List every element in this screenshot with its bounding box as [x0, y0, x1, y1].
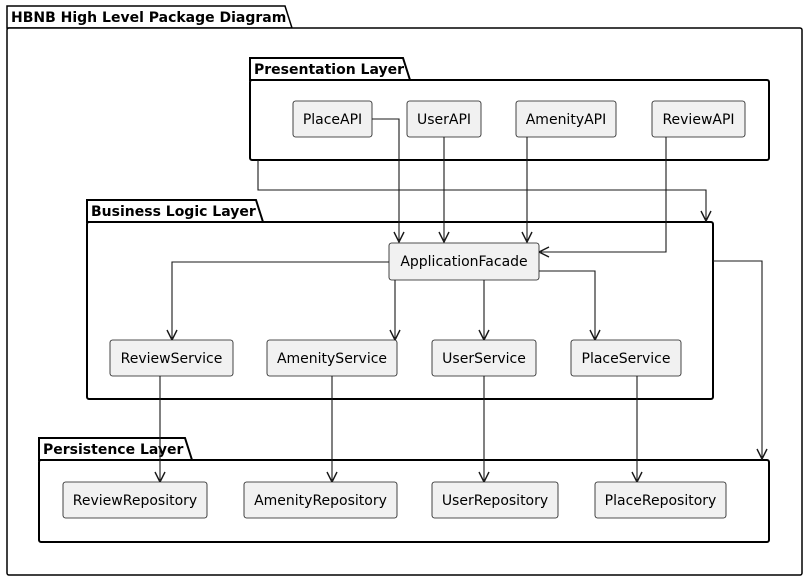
- node-placeservice-box: [570, 339, 682, 377]
- node-reviewservice-box: [109, 339, 234, 377]
- node-amenityapi-label: AmenityAPI: [526, 112, 607, 128]
- arrowhead: [438, 231, 450, 244]
- edge-business-persistence: [713, 260, 763, 457]
- node-userrepository-box: [431, 481, 559, 519]
- node-reviewapi-box: [651, 100, 746, 138]
- edge-presentation-business: [257, 160, 707, 219]
- presentation-layer-body: [249, 79, 770, 161]
- node-reviewrepository-box: [62, 481, 208, 519]
- node-userrepository[interactable]: UserRepository: [431, 481, 559, 519]
- node-applicationfacade[interactable]: ApplicationFacade: [388, 242, 540, 281]
- node-reviewapi[interactable]: ReviewAPI: [651, 100, 746, 138]
- node-placeservice[interactable]: PlaceService: [570, 339, 682, 377]
- node-amenityrepository-box: [243, 481, 398, 519]
- business-logic-layer-title: Business Logic Layer: [91, 204, 256, 220]
- arrowhead: [756, 448, 768, 461]
- arrowhead: [700, 210, 712, 223]
- node-amenityapi[interactable]: AmenityAPI: [515, 100, 617, 138]
- package-business-logic-layer: Business Logic Layer: [86, 199, 714, 400]
- node-userapi-label: UserAPI: [417, 112, 471, 128]
- node-placerepository-box: [594, 481, 727, 519]
- node-reviewservice[interactable]: ReviewService: [109, 339, 234, 377]
- persistence-layer-title: Persistence Layer: [43, 442, 184, 458]
- edge-facade-reviewservice: [171, 261, 389, 338]
- node-amenityservice-box: [266, 339, 398, 377]
- node-placerepository-label: PlaceRepository: [605, 493, 717, 509]
- node-placeapi-label: PlaceAPI: [303, 112, 362, 128]
- node-reviewrepository[interactable]: ReviewRepository: [62, 481, 208, 519]
- node-userservice[interactable]: UserService: [431, 339, 537, 377]
- package-presentation-layer: Presentation Layer: [249, 57, 770, 161]
- presentation-layer-title: Presentation Layer: [254, 62, 404, 78]
- node-userapi[interactable]: UserAPI: [406, 100, 482, 138]
- arrowhead: [393, 231, 405, 244]
- node-userservice-box: [431, 339, 537, 377]
- node-reviewrepository-label: ReviewRepository: [73, 493, 197, 509]
- node-amenityservice[interactable]: AmenityService: [266, 339, 398, 377]
- node-userrepository-label: UserRepository: [442, 493, 548, 509]
- node-placeapi[interactable]: PlaceAPI: [292, 100, 373, 138]
- node-amenityrepository[interactable]: AmenityRepository: [243, 481, 398, 519]
- business-logic-layer-body: [86, 221, 714, 400]
- node-reviewservice-label: ReviewService: [121, 351, 223, 367]
- diagram-title: HBNB High Level Package Diagram: [11, 10, 286, 26]
- edge-reviewapi-facade: [541, 137, 667, 253]
- arrowhead: [521, 231, 533, 244]
- node-placerepository[interactable]: PlaceRepository: [594, 481, 727, 519]
- persistence-layer-body: [38, 459, 770, 543]
- node-amenityapi-box: [515, 100, 617, 138]
- node-userservice-label: UserService: [442, 351, 526, 367]
- node-applicationfacade-label: ApplicationFacade: [400, 254, 527, 270]
- node-placeapi-box: [292, 100, 373, 138]
- node-amenityrepository-label: AmenityRepository: [254, 493, 387, 509]
- node-applicationfacade-box: [388, 242, 540, 281]
- edge-placeapi-facade: [372, 118, 400, 240]
- node-placeservice-label: PlaceService: [582, 351, 671, 367]
- package-persistence-layer: Persistence Layer: [38, 437, 770, 543]
- node-amenityservice-label: AmenityService: [277, 351, 387, 367]
- node-userapi-box: [406, 100, 482, 138]
- node-reviewapi-label: ReviewAPI: [662, 112, 734, 128]
- edge-facade-placeservice: [539, 270, 596, 338]
